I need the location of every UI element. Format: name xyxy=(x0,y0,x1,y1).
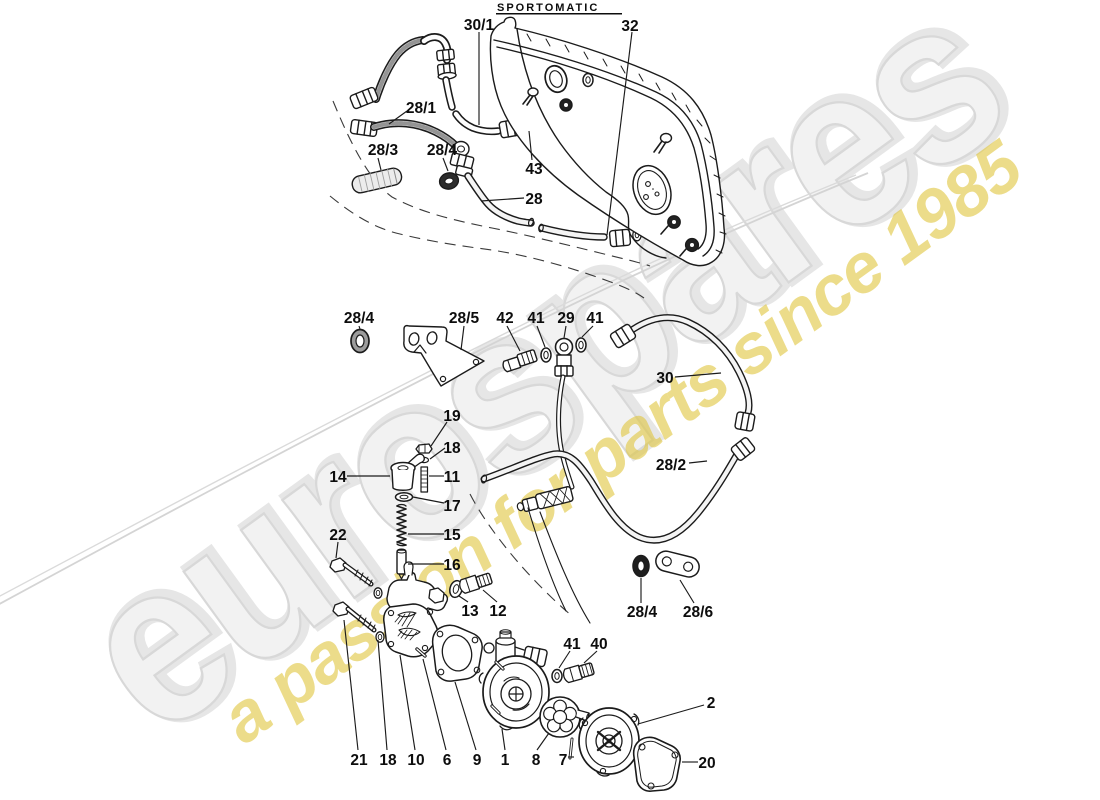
svg-text:29: 29 xyxy=(557,310,575,327)
svg-text:15: 15 xyxy=(443,527,461,544)
svg-text:40: 40 xyxy=(590,636,607,653)
svg-text:20: 20 xyxy=(698,755,715,772)
svg-text:9: 9 xyxy=(473,752,482,769)
svg-text:16: 16 xyxy=(443,557,461,574)
svg-text:17: 17 xyxy=(443,498,460,515)
svg-text:28/1: 28/1 xyxy=(406,100,437,117)
svg-text:41: 41 xyxy=(563,636,581,653)
svg-text:19: 19 xyxy=(443,408,461,425)
svg-text:18: 18 xyxy=(443,440,461,457)
svg-text:28/4: 28/4 xyxy=(427,142,458,159)
svg-text:7: 7 xyxy=(559,752,568,769)
svg-text:30/1: 30/1 xyxy=(464,17,495,34)
svg-text:8: 8 xyxy=(532,752,541,769)
svg-text:10: 10 xyxy=(407,752,424,769)
svg-text:SPORTOMATIC: SPORTOMATIC xyxy=(497,2,599,14)
svg-text:28/4: 28/4 xyxy=(627,604,658,621)
svg-text:30: 30 xyxy=(656,370,673,387)
svg-text:28: 28 xyxy=(525,191,543,208)
svg-text:14: 14 xyxy=(329,469,347,486)
svg-text:32: 32 xyxy=(621,18,638,35)
svg-text:2: 2 xyxy=(707,695,716,712)
svg-text:28/4: 28/4 xyxy=(344,310,375,327)
svg-text:41: 41 xyxy=(586,310,604,327)
svg-text:28/6: 28/6 xyxy=(683,604,714,621)
svg-text:28/3: 28/3 xyxy=(368,142,399,159)
svg-text:18: 18 xyxy=(379,752,397,769)
svg-text:21: 21 xyxy=(350,752,368,769)
svg-text:28/2: 28/2 xyxy=(656,457,686,474)
svg-text:43: 43 xyxy=(525,161,543,178)
svg-text:6: 6 xyxy=(443,752,452,769)
svg-text:28/5: 28/5 xyxy=(449,310,480,327)
svg-text:13: 13 xyxy=(461,603,479,620)
svg-text:41: 41 xyxy=(527,310,545,327)
svg-text:11: 11 xyxy=(444,469,461,486)
svg-text:22: 22 xyxy=(329,527,346,544)
svg-text:1: 1 xyxy=(501,752,510,769)
svg-text:42: 42 xyxy=(496,310,513,327)
svg-text:12: 12 xyxy=(489,603,506,620)
